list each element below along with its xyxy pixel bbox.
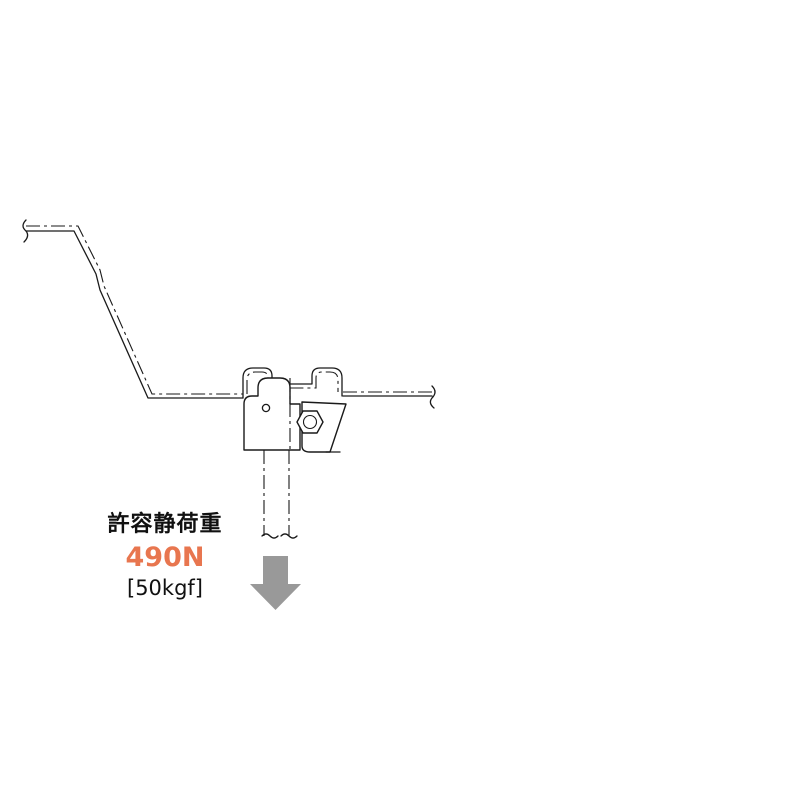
load-title: 許容静荷重 <box>107 512 223 537</box>
down-arrow-icon <box>250 556 301 610</box>
hanging-rod <box>261 450 298 539</box>
load-value-kgf: [50kgf] <box>127 576 203 600</box>
deck-plate-profile <box>22 219 436 409</box>
load-value-newton: 490N <box>125 542 205 573</box>
clamp-body <box>243 377 347 453</box>
